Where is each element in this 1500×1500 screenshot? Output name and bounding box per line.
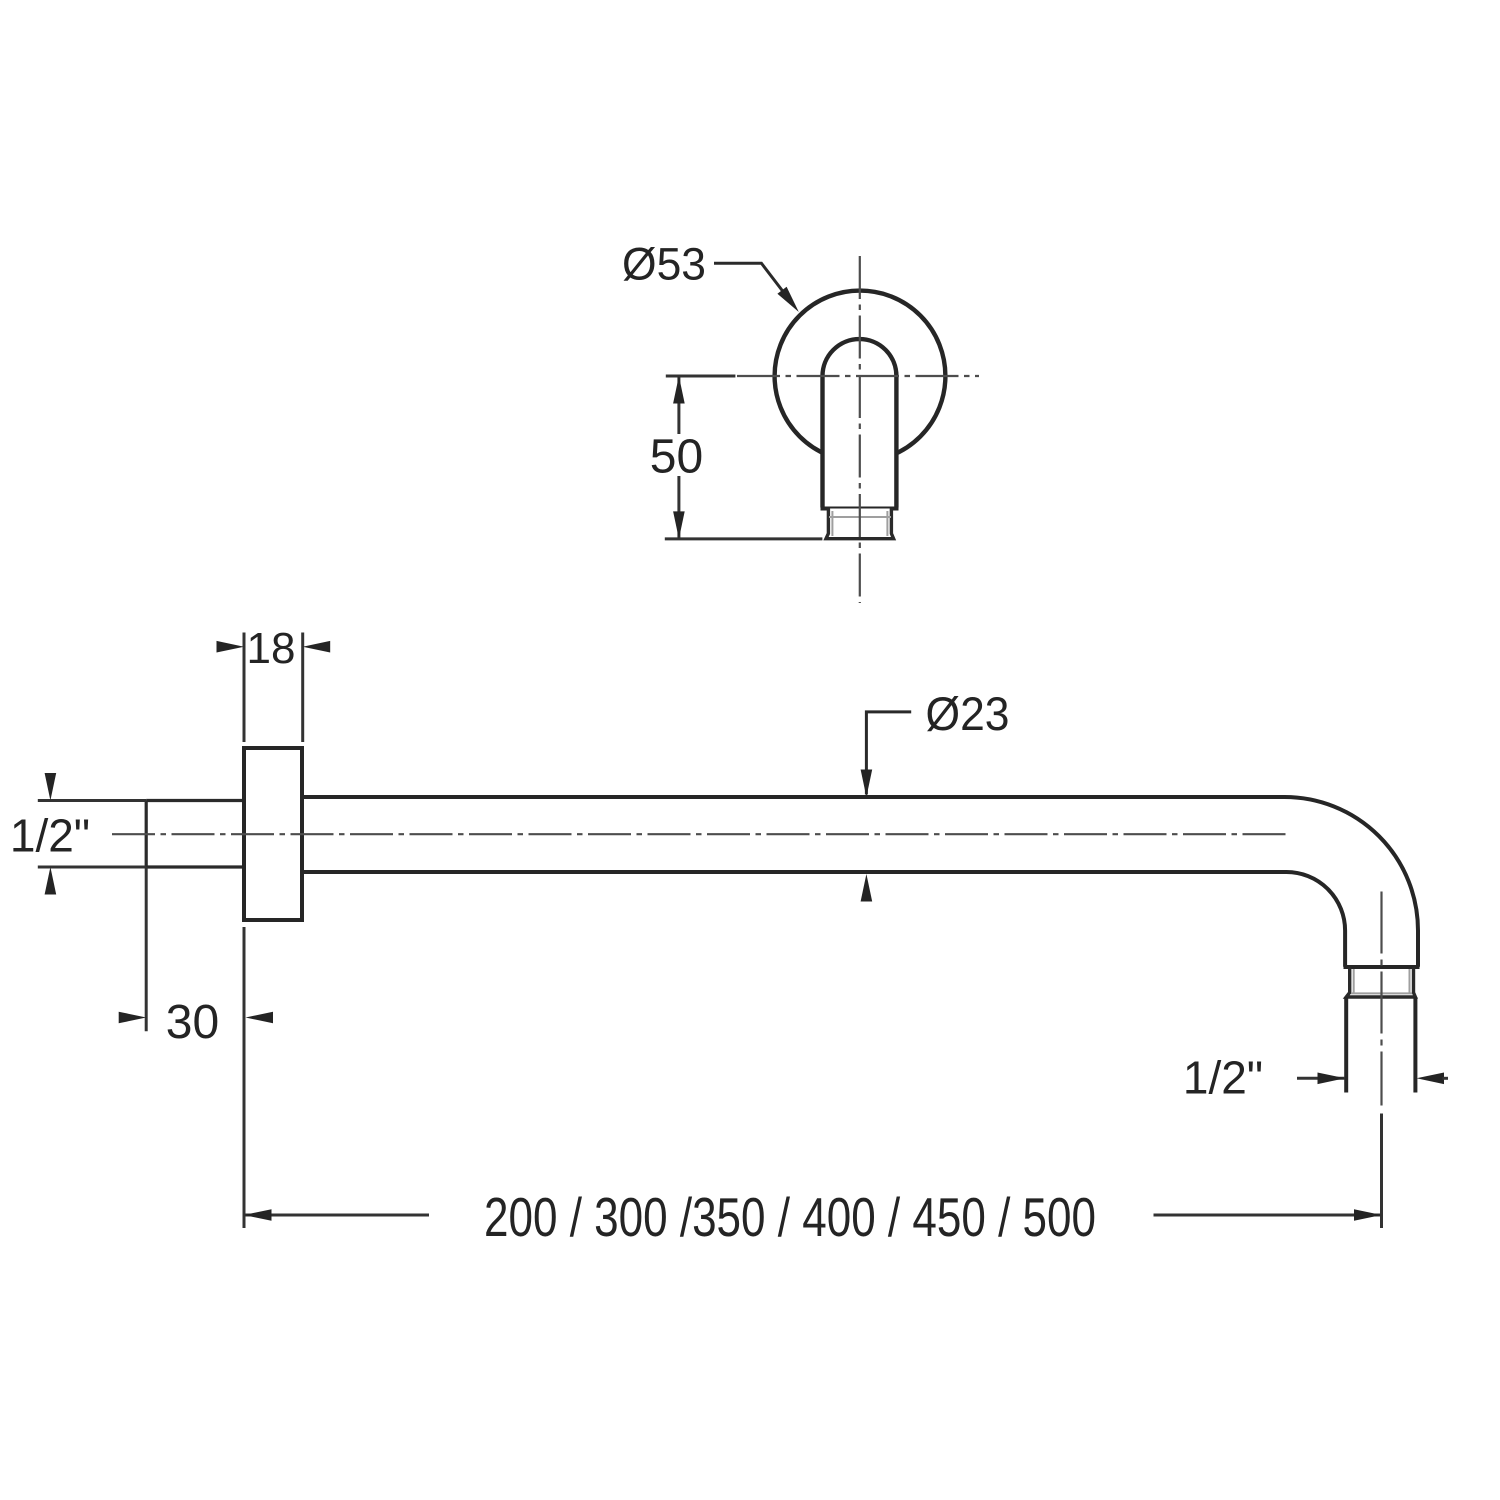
- svg-text:Ø53: Ø53: [622, 239, 706, 290]
- svg-text:1/2": 1/2": [1183, 1051, 1263, 1103]
- svg-text:18: 18: [247, 624, 296, 673]
- svg-text:Ø23: Ø23: [926, 687, 1010, 740]
- svg-text:30: 30: [166, 996, 219, 1049]
- svg-text:50: 50: [650, 431, 703, 484]
- svg-text:1/2": 1/2": [10, 810, 90, 862]
- svg-text:200 / 300 /350 / 400 / 450 / 5: 200 / 300 /350 / 400 / 450 / 500: [484, 1186, 1096, 1248]
